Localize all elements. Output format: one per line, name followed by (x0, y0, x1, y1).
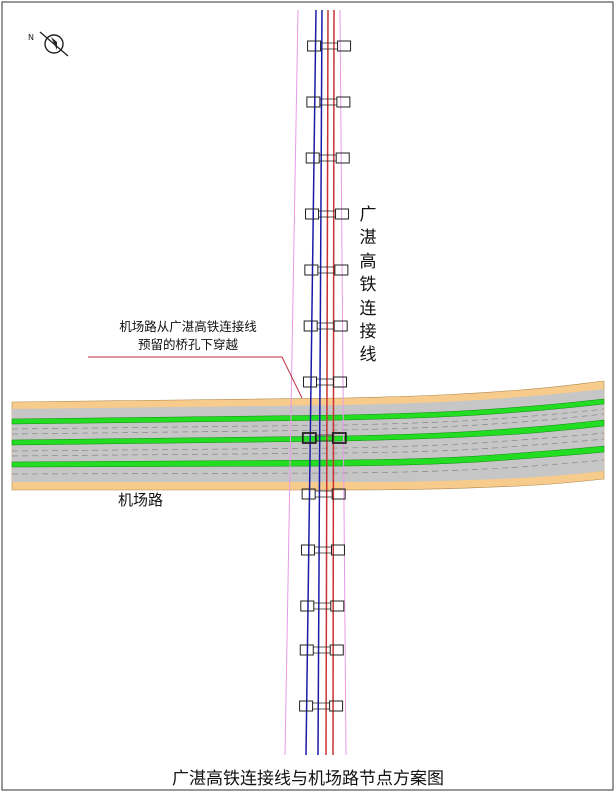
bridge-pier (303, 376, 348, 388)
bridge-pier (305, 152, 350, 164)
bridge-pier (299, 644, 344, 656)
bridge-pier (306, 96, 351, 108)
bridge-pier (304, 264, 349, 276)
rail-blue-left (305, 9, 317, 756)
road-name-label: 机场路 (118, 491, 164, 509)
crossing-note-line1: 机场路从广湛高铁连接线 (119, 319, 257, 334)
airport-road (11, 380, 605, 491)
bridge-pier (300, 600, 345, 612)
rail-label-char: 连 (359, 298, 377, 319)
svg-text:N: N (28, 33, 34, 42)
rail-line-label: 广湛高铁连接线 (356, 204, 380, 368)
rail-pink-left (284, 9, 299, 756)
rail-red-left (325, 9, 329, 756)
bridge-pier (299, 700, 344, 712)
bridge-pier (303, 320, 348, 332)
bridge-pier (300, 544, 345, 556)
rail-label-char: 铁 (359, 275, 377, 296)
note-leader-line (88, 356, 303, 399)
lane-markings (11, 408, 605, 475)
rail-label-char: 线 (359, 345, 377, 366)
bridge-pier (307, 40, 352, 52)
green-median-center (11, 419, 605, 446)
rail-blue-right (317, 9, 323, 756)
north-arrow-icon: N (28, 31, 69, 57)
rail-label-char: 湛 (359, 228, 377, 249)
rail-label-char: 广 (359, 205, 377, 225)
rail-label-char: 接 (359, 322, 377, 343)
bridge-pier (305, 208, 350, 220)
drawing-title: 广湛高铁连接线与机场路节点方案图 (172, 769, 444, 789)
rail-label-char: 高 (359, 251, 377, 272)
crossing-note-line2: 预留的桥孔下穿越 (137, 337, 238, 352)
rail-pink-right (339, 9, 347, 756)
green-median-bottom (11, 445, 605, 468)
bridge-piers (299, 40, 352, 712)
green-median-top (11, 398, 605, 425)
crossing-note: 机场路从广湛高铁连接线 预留的桥孔下穿越 (88, 318, 288, 354)
bridge-pier (301, 432, 347, 444)
bridge-pier (301, 488, 346, 500)
